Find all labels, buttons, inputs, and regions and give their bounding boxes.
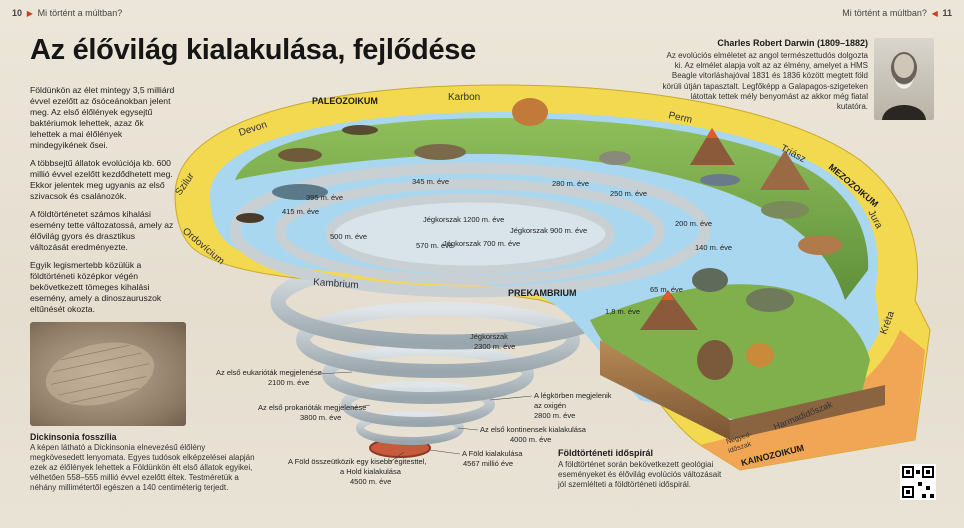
period-karbon: Karbon [448,92,480,103]
page-title: Az élővilág kialakulása, fejlődése [30,34,476,66]
spiral-caption-text: A földtörténet során bekövetkezett geoló… [558,460,722,489]
age-500: 500 m. éve [330,232,367,241]
era-precambrian: PREKAMBRIUM [508,288,577,298]
ice-age-700: Jégkorszak 700 m. éve [443,239,520,248]
period-kambrium: Kambrium [313,277,359,291]
page-number-right: 11 [942,8,952,18]
event-oxygen-1: A légkörben megjelenik [534,391,612,400]
event-prokaryotes-1: Az első prokarióták megjelenése [258,403,366,412]
age-415: 415 m. éve [282,207,319,216]
event-labels: Az első eukarióták megjelenése 2100 m. é… [216,368,612,486]
page-number-left: 10 [12,8,23,18]
age-345: 345 m. éve [412,177,449,186]
running-header-left: 10 ▶ Mi történt a múltban? [12,8,122,18]
era-paleozoic: PALEOZOIKUM [312,96,378,106]
event-continents-2: 4000 m. éve [510,435,551,444]
intro-paragraph: A többsejtű állatok evolúciója kb. 600 m… [30,158,173,201]
period-perm: Perm [667,110,693,126]
animals [236,98,842,380]
inner-spiral [229,162,711,298]
running-header-right: Mi történt a múltban? ◀ 11 [842,8,952,18]
running-title-right: Mi történt a múltban? [842,8,927,18]
event-moon-2: a Hold kialakulása [340,467,402,476]
ice-age-900: Jégkorszak 900 m. éve [510,226,587,235]
event-moon-1: A Föld összeütközik egy kisebb égitestte… [288,457,426,466]
mountains [640,128,810,330]
event-continents-1: Az első kontinensek kialakulása [480,425,587,434]
qr-code[interactable] [900,464,936,500]
triangle-right-icon: ▶ [24,9,36,18]
event-oxygen-2: az oxigén [534,401,566,410]
age-140: 140 m. éve [695,243,732,252]
intro-paragraph: A földtörténetet számos kihalási esemény… [30,209,174,252]
dickinsonia-fossil-image [30,322,186,426]
age-395: 395 m. éve [306,193,343,202]
event-earth-2: 4567 millió éve [463,459,513,468]
event-oxygen-3: 2800 m. éve [534,411,575,420]
age-labels: 345 m. éve 280 m. éve 250 m. éve 395 m. … [282,177,732,316]
age-570: 570 m. éve [416,241,453,250]
ice-age-2300-age: 2300 m. éve [474,342,515,351]
event-eukaryotes-2: 2100 m. éve [268,378,309,387]
triangle-left-icon: ◀ [929,9,940,18]
age-250: 250 m. éve [610,189,647,198]
darwin-text: Az evolúciós elméletet az angol természe… [662,51,868,112]
intro-paragraph: Egyik legismertebb közülük a földtörténe… [30,260,162,314]
darwin-title: Charles Robert Darwin (1809–1882) [717,38,868,48]
age-18: 1,8 m. éve [605,307,640,316]
intro-text: Földünkön az élet mintegy 3,5 milliárd é… [30,85,175,322]
event-eukaryotes-1: Az első eukarióták megjelenése [216,368,322,377]
age-280: 280 m. éve [552,179,589,188]
event-earth-1: A Föld kialakulása [462,449,523,458]
event-moon-3: 4500 m. éve [350,477,391,486]
spiral-caption-title: Földtörténeti időspirál [558,448,654,458]
age-65: 65 m. éve [650,285,683,294]
age-200: 200 m. éve [675,219,712,228]
ice-age-labels: Jégkorszak 1200 m. éve Jégkorszak 900 m.… [423,215,587,351]
intro-paragraph: Földünkön az élet mintegy 3,5 milliárd é… [30,85,175,150]
ice-age-2300-title: Jégkorszak [470,332,508,341]
fossil-caption-title: Dickinsonia fosszília [30,432,117,442]
fossil-caption-text: A képen látható a Dickinsonia elnevezésű… [30,443,255,492]
ice-age-1200: Jégkorszak 1200 m. éve [423,215,504,224]
darwin-portrait [874,38,934,120]
event-prokaryotes-2: 3800 m. éve [300,413,341,422]
running-title-left: Mi történt a múltban? [37,8,123,18]
